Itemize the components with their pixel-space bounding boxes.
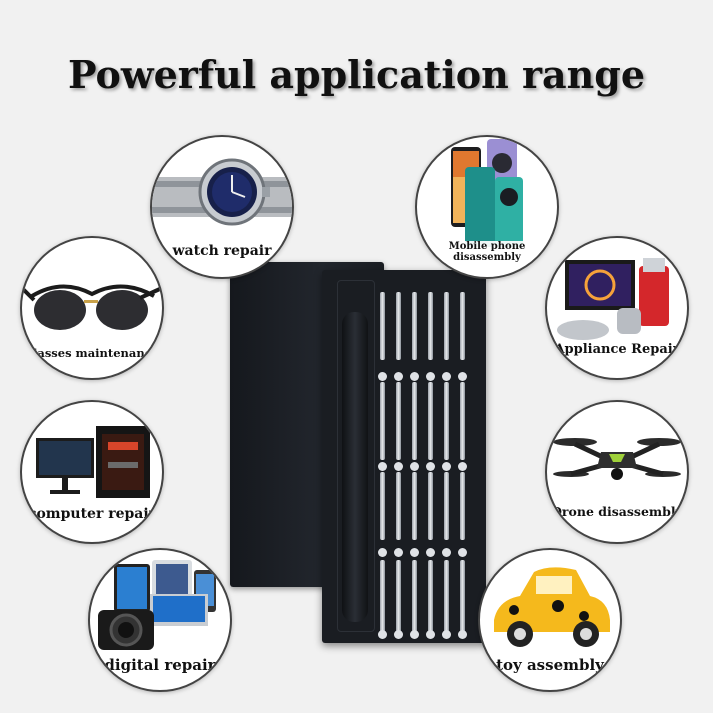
screwdriver-bit <box>380 560 385 632</box>
screwdriver-bit <box>460 560 465 632</box>
application-mobile-phone-disassembly: Mobile phone disassembly <box>415 135 559 279</box>
bit-head-marker <box>458 548 467 557</box>
screwdriver-bit <box>428 472 433 540</box>
bit-head-marker <box>410 548 419 557</box>
bit-head-marker <box>442 462 451 471</box>
bit-head-marker <box>378 372 387 381</box>
screwdriver-bit <box>396 560 401 632</box>
application-label: toy assembly <box>480 656 620 674</box>
camera-devices-icon <box>98 560 216 650</box>
application-drone-disassembly: Drone disassembly <box>545 400 689 544</box>
application-label: computer repair <box>22 506 162 522</box>
screwdriver-bit <box>396 472 401 540</box>
screwdriver-bit <box>412 472 417 540</box>
bit-head-marker <box>458 630 467 639</box>
screwdriver-bit <box>444 292 449 360</box>
screwdriver-bit <box>428 382 433 460</box>
application-glasses-maintenance: glasses maintenance <box>20 236 164 380</box>
bit-head-marker <box>442 372 451 381</box>
bit-head-marker <box>458 462 467 471</box>
application-label: Mobile phone disassembly <box>417 241 557 263</box>
bit-head-marker <box>378 548 387 557</box>
bit-head-marker <box>394 372 403 381</box>
screwdriver-bit <box>412 292 417 360</box>
toy-car-icon <box>494 567 610 647</box>
screwdriver-bit <box>428 560 433 632</box>
bit-head-marker <box>378 462 387 471</box>
screwdriver-bit <box>380 292 385 360</box>
application-watch-repair: watch repair <box>150 135 294 279</box>
screwdriver-bit <box>380 382 385 460</box>
screwdriver-bit <box>380 472 385 540</box>
screwdriver-bit <box>460 382 465 460</box>
bit-head-marker <box>410 372 419 381</box>
application-toy-assembly: toy assembly <box>478 548 622 692</box>
screwdriver-bit <box>412 560 417 632</box>
application-appliance-repair: Appliance Repair <box>545 236 689 380</box>
application-computer-repair: computer repair <box>20 400 164 544</box>
bit-head-marker <box>410 630 419 639</box>
watch-icon <box>152 158 292 226</box>
screwdriver-bit <box>396 382 401 460</box>
bit-head-marker <box>426 462 435 471</box>
bit-head-marker <box>394 462 403 471</box>
application-label: watch repair <box>152 243 292 259</box>
screwdriver-bit <box>396 292 401 360</box>
bit-head-marker <box>442 630 451 639</box>
application-digital-repair: digital repair <box>88 548 232 692</box>
screwdriver-bit <box>444 560 449 632</box>
bit-head-marker <box>394 548 403 557</box>
screwdriver-bit <box>412 382 417 460</box>
application-label: digital repair <box>90 656 230 674</box>
bit-head-marker <box>410 462 419 471</box>
drone-icon <box>553 438 681 480</box>
application-label: Appliance Repair <box>547 342 687 357</box>
bit-head-marker <box>426 372 435 381</box>
bit-head-marker <box>378 630 387 639</box>
application-label: glasses maintenance <box>22 346 162 360</box>
bit-head-marker <box>394 630 403 639</box>
screwdriver-bit <box>428 292 433 360</box>
screwdriver-bit <box>460 472 465 540</box>
screwdriver-bit <box>444 472 449 540</box>
application-label: Drone disassembly <box>547 504 687 519</box>
smartphone-icon <box>451 139 523 247</box>
bit-head-marker <box>442 548 451 557</box>
bit-head-marker <box>458 372 467 381</box>
page-title: Powerful application range <box>67 52 646 97</box>
sunglasses-icon <box>22 284 162 330</box>
screwdriver-handle <box>342 312 368 622</box>
bit-head-marker <box>426 548 435 557</box>
screwdriver-bit <box>460 292 465 360</box>
appliance-icon <box>557 258 669 340</box>
computer-icon <box>36 426 150 498</box>
screwdriver-bit <box>444 382 449 460</box>
bit-head-marker <box>426 630 435 639</box>
handle-slot <box>337 280 375 632</box>
